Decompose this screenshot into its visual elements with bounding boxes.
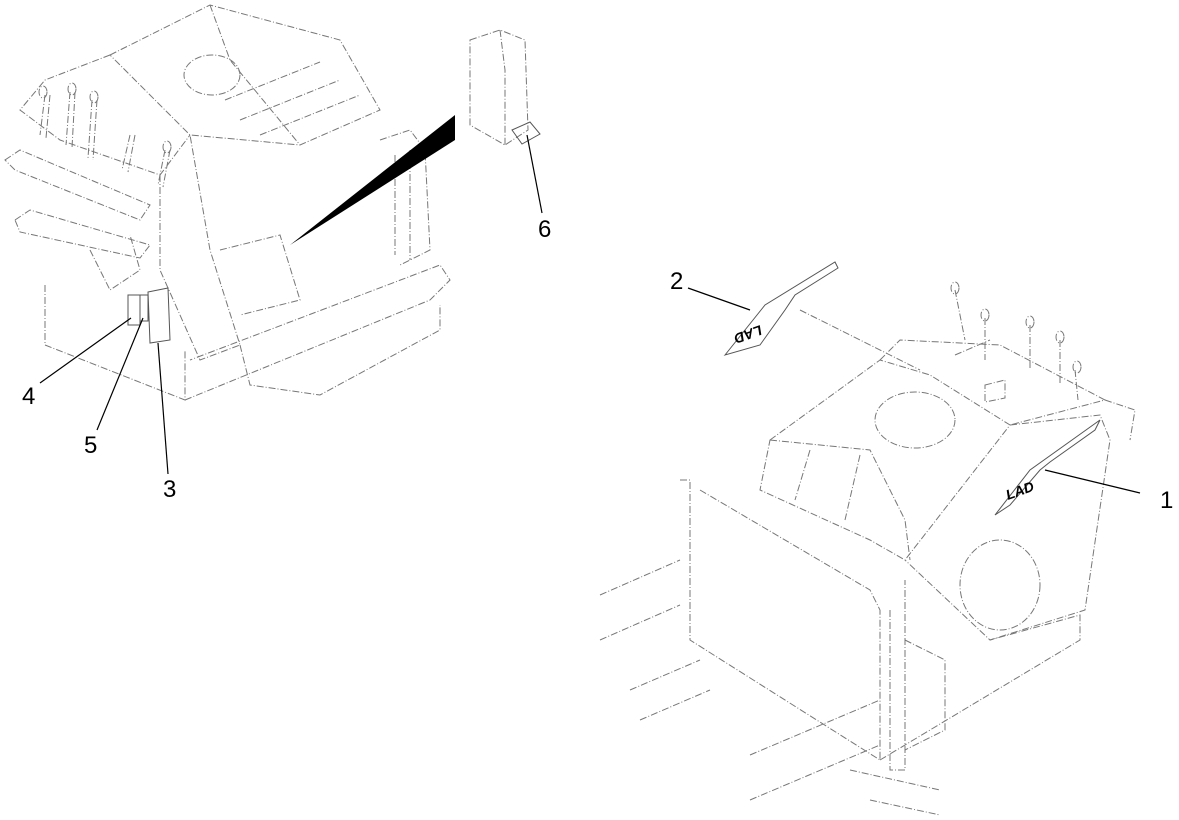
callout-1: 1 [1160,487,1173,514]
callout-5: 5 [84,432,97,459]
decal-item-1 [994,419,1101,516]
decal-item-2 [723,261,839,356]
switch-panel-5 [139,294,149,322]
front-decal-text: LAD [1004,478,1037,503]
switch-panel-4 [127,294,141,326]
callout-4: 4 [22,383,35,410]
callout-3: 3 [163,476,176,503]
callout-2: 2 [670,268,683,295]
detail-pointer-wedge [290,115,455,245]
decal-item-6 [511,121,541,145]
right-machine-assembly: LAD LAD [599,261,1136,816]
callout-6: 6 [538,216,551,243]
left-machine-assembly [4,4,451,401]
label-plate-3 [147,287,171,344]
detail-inset-box [469,29,541,146]
